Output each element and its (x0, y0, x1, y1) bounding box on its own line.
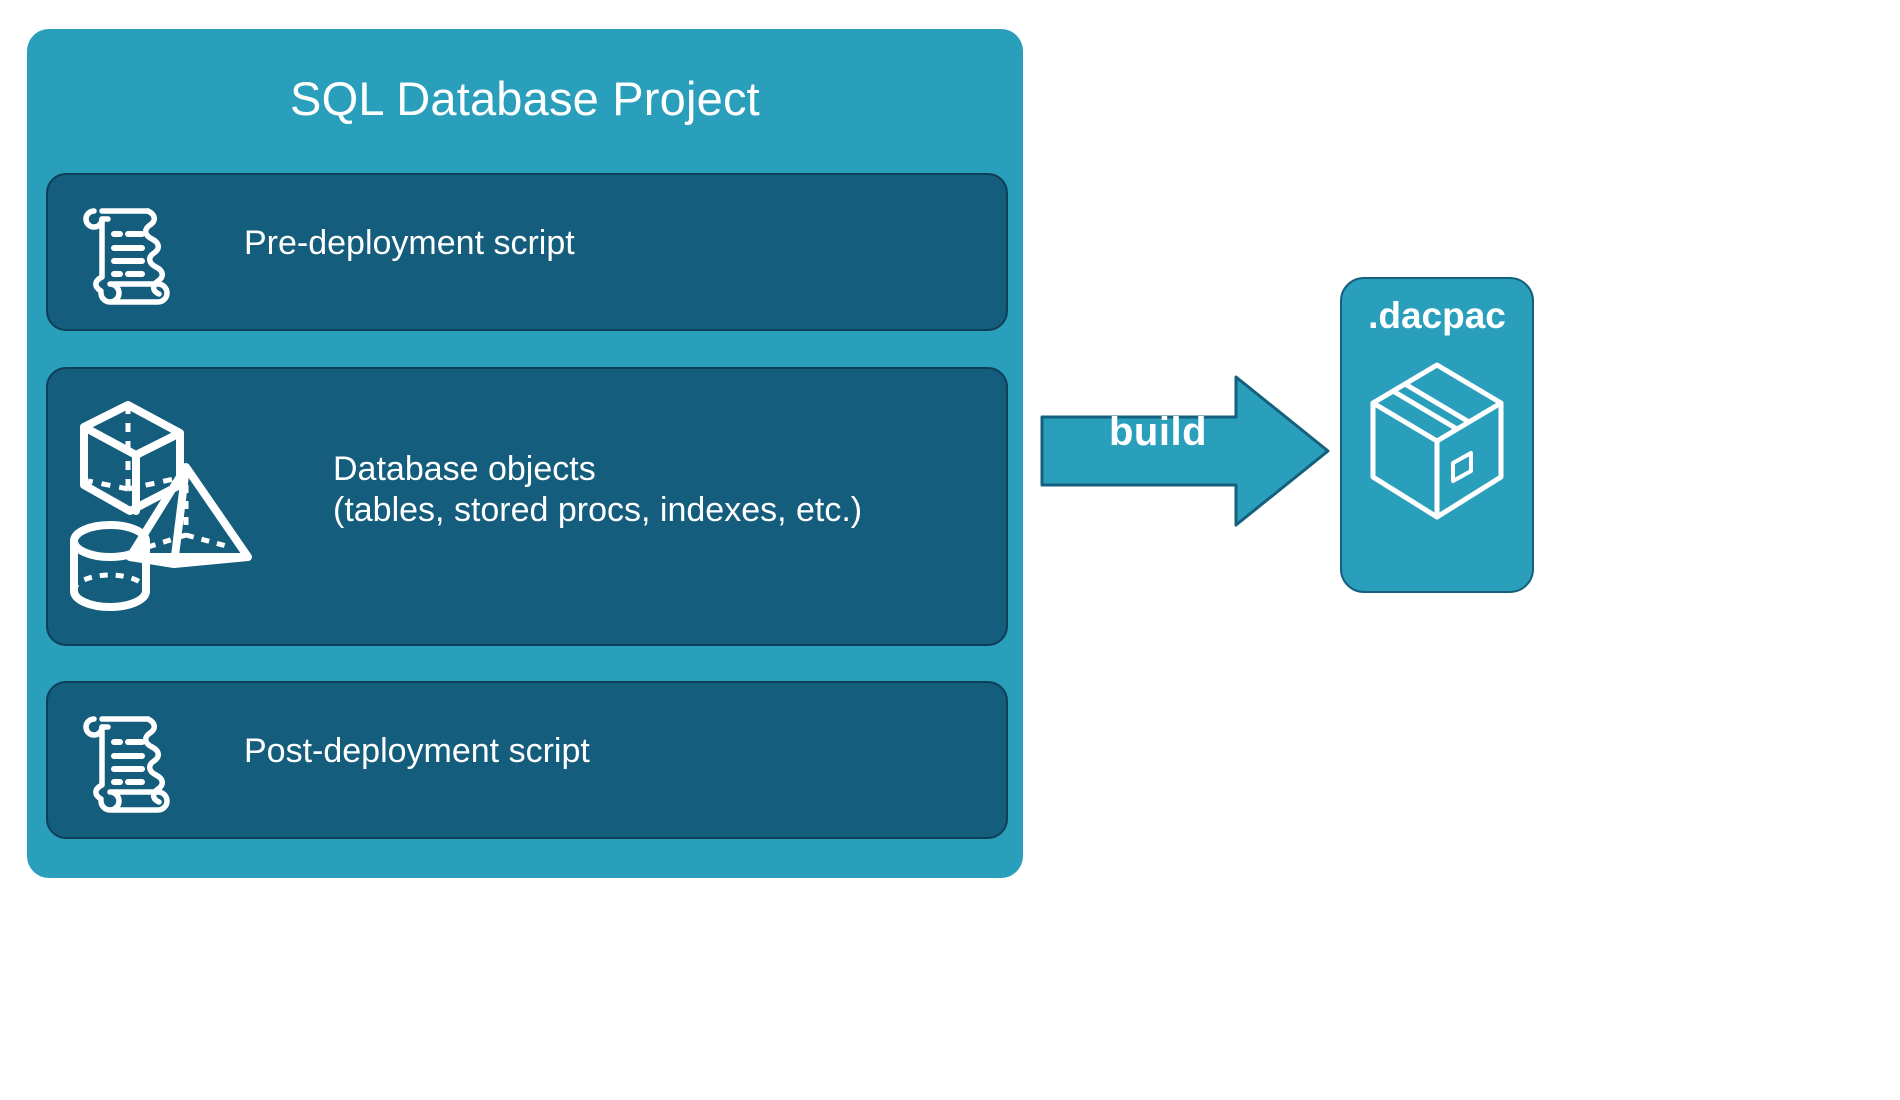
panel-pre-deployment-script[interactable]: Pre-deployment script (46, 173, 1008, 331)
build-arrow-shape (1040, 375, 1330, 527)
panel-label-pre-deployment: Pre-deployment script (244, 224, 575, 262)
panel-post-deployment-script[interactable]: Post-deployment script (46, 681, 1008, 839)
pyramid-icon (126, 463, 252, 568)
sql-database-project-container: SQL Database Project (27, 29, 1023, 878)
3d-shapes-icon (62, 389, 312, 624)
package-box-icon (1369, 359, 1505, 524)
panel-label-post-deployment: Post-deployment script (244, 732, 590, 770)
scroll-icon (74, 197, 186, 307)
dacpac-output-card[interactable]: .dacpac (1340, 277, 1534, 593)
panel-database-objects[interactable]: Database objects (tables, stored procs, … (46, 367, 1008, 646)
scroll-icon (74, 705, 186, 815)
cylinder-icon (70, 521, 150, 611)
build-arrow (1040, 375, 1330, 527)
page-title: SQL Database Project (290, 72, 760, 125)
build-arrow-label: build (1108, 410, 1208, 454)
panel-label-database-objects: Database objects (tables, stored procs, … (333, 450, 863, 530)
dacpac-title: .dacpac (1368, 295, 1506, 336)
